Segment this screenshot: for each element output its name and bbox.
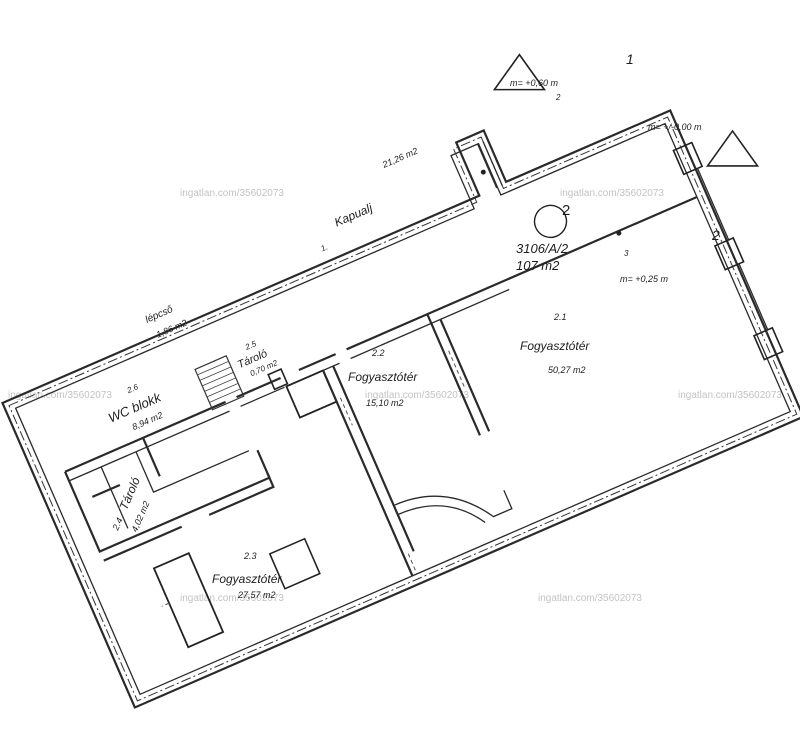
outer-wall	[1, 109, 800, 709]
unit-id: 3106/A/2	[516, 241, 569, 256]
gate-glazing	[482, 141, 503, 186]
level-point	[480, 169, 486, 175]
partition-wall	[322, 313, 491, 577]
room-name: Fogyasztótér	[212, 572, 282, 586]
passage-wall-inner	[68, 288, 510, 482]
unit-circle	[533, 204, 568, 239]
level-outside: m= +0,60 m	[510, 78, 559, 88]
facade-pillar	[672, 141, 704, 176]
stair	[194, 355, 245, 411]
watermark: ingatlan.com/35602073	[560, 188, 664, 199]
room-name: Fogyasztótér	[348, 370, 418, 384]
room-number: 2.2	[371, 348, 385, 358]
room-number: 2.3	[243, 551, 257, 561]
storage-door	[161, 602, 170, 607]
room-name: Kapualj	[332, 201, 375, 230]
facade-pillar	[752, 326, 784, 361]
watermark: ingatlan.com/35602073	[180, 593, 284, 604]
wc-block-wall	[64, 437, 271, 553]
section-marker-1	[492, 53, 546, 91]
level-outside-point: 2	[555, 93, 561, 102]
section-marker-1-label: 1	[626, 51, 634, 67]
room-area: 4,02 m2	[129, 500, 151, 534]
room-number: 2.4	[110, 516, 125, 532]
room-area: 1,86 m2	[155, 318, 189, 340]
curved-counter	[394, 490, 513, 523]
watermark: ingatlan.com/35602073	[538, 593, 642, 604]
room-area: 15,10 m2	[366, 398, 404, 408]
room-number: 2.5	[243, 339, 258, 352]
facade-glazing	[738, 263, 769, 331]
gate-glazing	[477, 143, 498, 189]
passage-wall	[64, 195, 698, 473]
room-number: 2.1	[553, 312, 567, 322]
unit-area: 107 m2	[516, 258, 560, 273]
storage-wall	[152, 551, 225, 649]
room-area: 21,26 m2	[380, 146, 419, 171]
level-inside-point: 3	[624, 249, 629, 258]
level-point	[616, 230, 622, 236]
wall-23-top	[103, 472, 275, 562]
room-area: 50,27 m2	[548, 365, 586, 375]
room-number: 1.	[320, 242, 330, 253]
plan-body	[1, 53, 800, 709]
column	[268, 537, 321, 590]
small-storage-wall	[285, 369, 338, 419]
room-name: Fogyasztótér	[520, 339, 590, 353]
partition-dash	[339, 350, 466, 575]
room-number: 2.6	[125, 382, 140, 395]
watermark: ingatlan.com/35602073	[8, 390, 112, 401]
pillar	[267, 368, 289, 391]
section-marker-2-label: 2	[711, 227, 720, 243]
facade-glazing	[696, 168, 730, 241]
level-inside: m= +0,25 m	[620, 274, 669, 284]
unit-circle-label: 2	[562, 202, 570, 219]
level-street: m= +/-0,00 m	[648, 122, 702, 132]
facade-pillar	[713, 236, 745, 271]
wc-inner	[100, 450, 250, 529]
room-name: lépcső	[144, 304, 175, 326]
watermark: ingatlan.com/35602073	[365, 390, 469, 401]
outer-wall-inner	[14, 122, 792, 696]
outer-wall-dash	[8, 116, 798, 702]
stair-steps	[197, 360, 241, 403]
section-marker-2	[705, 129, 760, 167]
watermark: ingatlan.com/35602073	[180, 188, 284, 199]
watermark: ingatlan.com/35602073	[678, 390, 782, 401]
room-area: 27,57 m2	[237, 590, 276, 600]
